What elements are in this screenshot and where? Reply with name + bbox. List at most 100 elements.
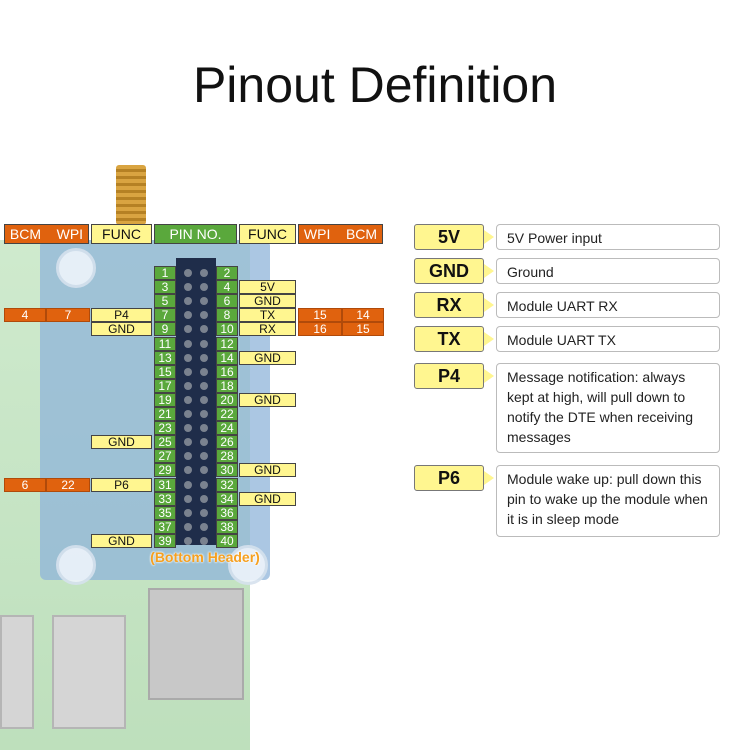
right-func-6: GND (239, 294, 296, 308)
header-right-wpi: WPI (303, 226, 331, 242)
pin-hole-icon (184, 438, 192, 446)
pin-hole-icon (200, 452, 208, 460)
left-func-25: GND (91, 435, 152, 449)
header-right-wpi-bcm: WPI BCM (298, 224, 383, 244)
pin-number-odd: 1 (154, 266, 176, 280)
mount-hole-icon (56, 545, 96, 585)
pin-hole-icon (184, 368, 192, 376)
header-right-func: FUNC (239, 224, 296, 244)
pin-number-even: 18 (216, 379, 238, 393)
pin-hole-icon (200, 537, 208, 545)
pin-number-odd: 25 (154, 435, 176, 449)
pin-number-odd: 7 (154, 308, 176, 322)
pin-number-odd: 33 (154, 492, 176, 506)
legend-key: RX (414, 292, 484, 318)
left-bcm-31: 6 (4, 478, 46, 492)
pin-number-even: 22 (216, 407, 238, 421)
usb-port (52, 615, 126, 729)
mount-hole-icon (56, 248, 96, 288)
legend-key: GND (414, 258, 484, 284)
pin-hole-icon (200, 424, 208, 432)
pin-hole-icon (184, 466, 192, 474)
legend-description: Module UART TX (496, 326, 720, 352)
pin-hole-icon (200, 438, 208, 446)
pin-hole-icon (184, 269, 192, 277)
pin-number-odd: 35 (154, 506, 176, 520)
left-wpi-7: 7 (46, 308, 90, 322)
legend-description: Message notification: always kept at hig… (496, 363, 720, 453)
header-right-bcm: BCM (345, 226, 378, 242)
right-func-8: TX (239, 308, 296, 322)
pin-hole-icon (200, 297, 208, 305)
pin-number-odd: 39 (154, 534, 176, 548)
pin-number-odd: 27 (154, 449, 176, 463)
legend-arrow-icon (484, 471, 494, 485)
left-func-39: GND (91, 534, 152, 548)
pin-hole-icon (184, 354, 192, 362)
legend-description: Module wake up: pull down this pin to wa… (496, 465, 720, 537)
pin-hole-icon (200, 382, 208, 390)
pin-hole-icon (200, 466, 208, 474)
pin-hole-icon (200, 368, 208, 376)
pin-number-odd: 21 (154, 407, 176, 421)
pin-number-even: 10 (216, 322, 238, 336)
right-func-34: GND (239, 492, 296, 506)
legend-description: 5V Power input (496, 224, 720, 250)
left-func-31: P6 (91, 478, 152, 492)
legend-key: 5V (414, 224, 484, 250)
pin-hole-icon (184, 509, 192, 517)
pin-number-odd: 11 (154, 337, 176, 351)
legend-arrow-icon (484, 369, 494, 383)
pin-hole-icon (200, 481, 208, 489)
pin-hole-icon (184, 325, 192, 333)
pin-hole-icon (184, 495, 192, 503)
pin-number-odd: 23 (154, 421, 176, 435)
right-func-4: 5V (239, 280, 296, 294)
pin-number-even: 6 (216, 294, 238, 308)
header-left-bcm: BCM (9, 226, 42, 242)
legend-key: P6 (414, 465, 484, 491)
pin-number-even: 8 (216, 308, 238, 322)
pin-hole-icon (184, 283, 192, 291)
pin-hole-icon (200, 509, 208, 517)
pin-number-even: 12 (216, 337, 238, 351)
pin-hole-icon (184, 452, 192, 460)
pin-number-even: 16 (216, 365, 238, 379)
left-bcm-7: 4 (4, 308, 46, 322)
pin-hole-icon (200, 340, 208, 348)
gpio-header (176, 258, 216, 545)
header-left-func: FUNC (91, 224, 152, 244)
pin-hole-icon (184, 297, 192, 305)
legend-key: TX (414, 326, 484, 352)
header-left-bcm-wpi: BCM WPI (4, 224, 89, 244)
pin-number-even: 4 (216, 280, 238, 294)
pin-number-even: 36 (216, 506, 238, 520)
pin-number-even: 14 (216, 351, 238, 365)
pin-number-odd: 5 (154, 294, 176, 308)
pin-hole-icon (184, 523, 192, 531)
left-func-7: P4 (91, 308, 152, 322)
header-pin-no: PIN NO. (154, 224, 237, 244)
mount-hole-icon (228, 545, 268, 585)
pin-hole-icon (184, 424, 192, 432)
pin-hole-icon (184, 537, 192, 545)
pin-hole-icon (200, 410, 208, 418)
pin-hole-icon (200, 325, 208, 333)
pin-number-even: 34 (216, 492, 238, 506)
pin-number-even: 38 (216, 520, 238, 534)
legend-arrow-icon (484, 230, 494, 244)
pin-hole-icon (200, 283, 208, 291)
page-title: Pinout Definition (192, 57, 558, 113)
right-func-10: RX (239, 322, 296, 336)
left-wpi-31: 22 (46, 478, 90, 492)
pin-number-odd: 3 (154, 280, 176, 294)
legend-description: Ground (496, 258, 720, 284)
pin-hole-icon (200, 396, 208, 404)
pin-hole-icon (200, 354, 208, 362)
ethernet-port (148, 588, 244, 700)
legend-arrow-icon (484, 332, 494, 346)
pin-number-odd: 15 (154, 365, 176, 379)
pin-number-odd: 19 (154, 393, 176, 407)
pin-hole-icon (184, 340, 192, 348)
pin-number-even: 32 (216, 478, 238, 492)
